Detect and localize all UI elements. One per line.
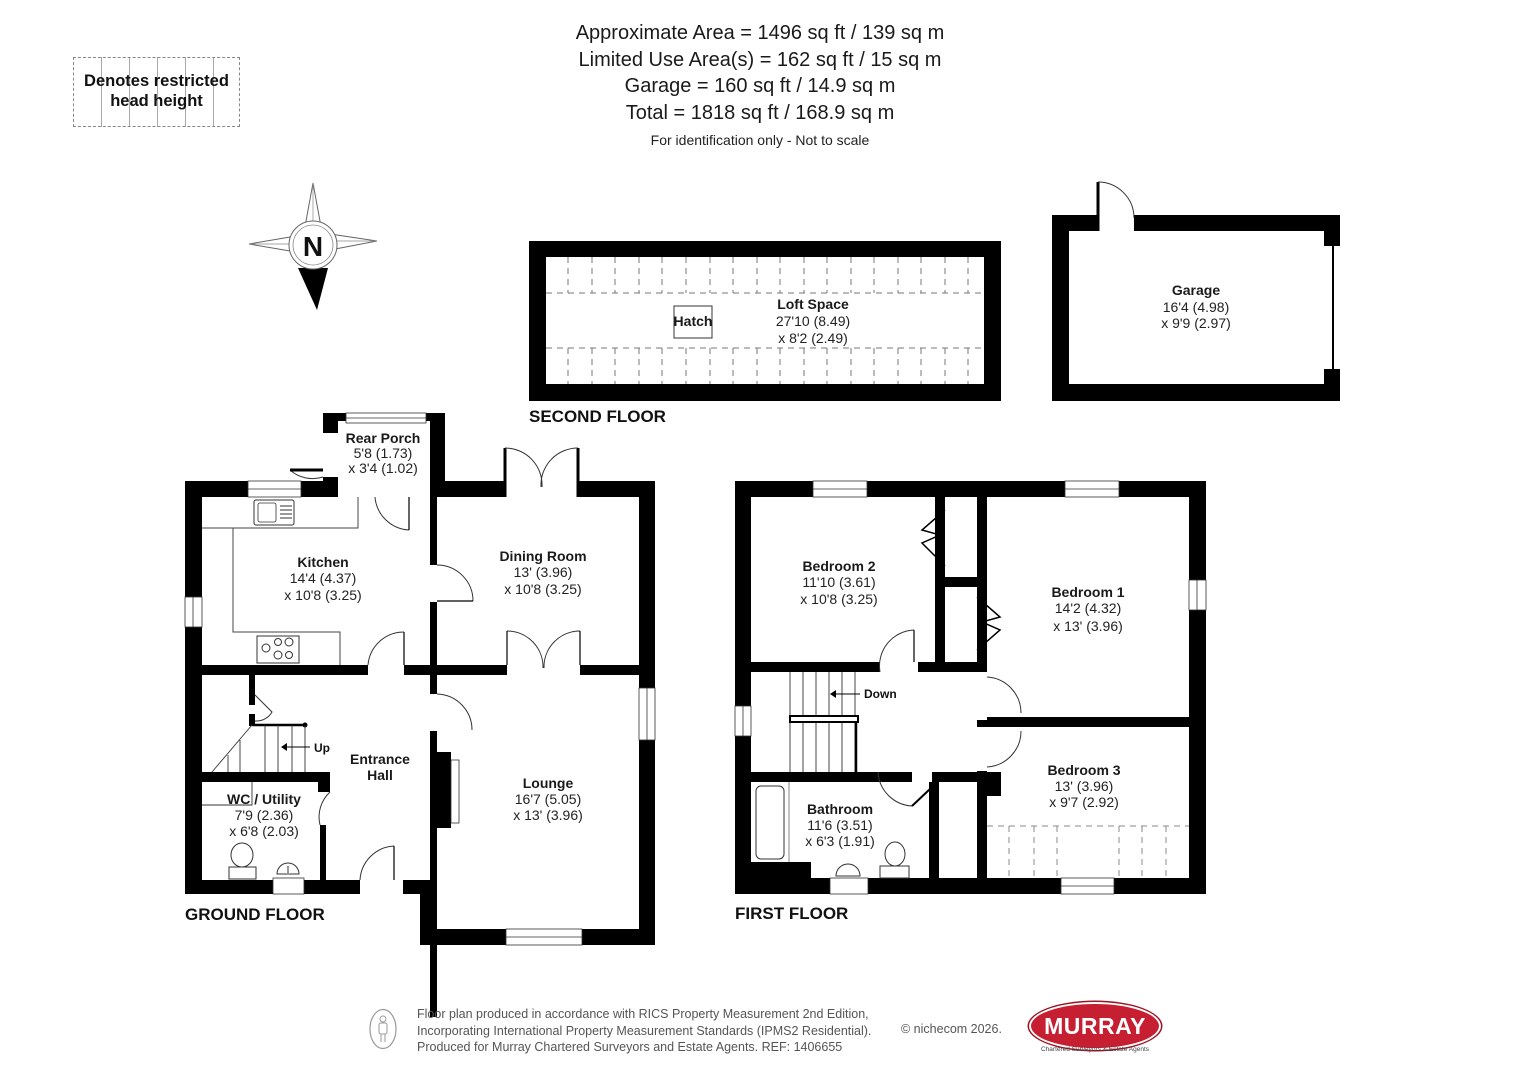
logo-name: MURRAY <box>1044 1012 1146 1039</box>
hob-icon <box>256 635 300 664</box>
sink-icon <box>253 499 295 526</box>
copyright-text: © nichecom 2026. <box>901 1022 1002 1036</box>
compass-rose-icon: N <box>248 182 378 310</box>
room-dim-dining-2: x 10'8 (3.25) <box>504 581 581 597</box>
room-dim-garage-2: x 9'9 (2.97) <box>1161 315 1231 331</box>
total-area: Total = 1818 sq ft / 168.9 sq m <box>625 101 895 124</box>
loft-hatch <box>673 305 713 339</box>
room-name-lounge: Lounge <box>523 775 574 791</box>
room-dim-wc-2: x 6'8 (2.03) <box>229 823 299 839</box>
room-name-dining-room: Dining Room <box>499 548 586 564</box>
stairs-down-label: Down <box>864 687 897 701</box>
room-name-rear-porch: Rear Porch <box>346 430 421 446</box>
hatch-label: Hatch <box>674 313 713 329</box>
room-name-entrance-hall-1: Entrance <box>350 751 410 767</box>
room-dim-wc-1: 7'9 (2.36) <box>235 807 294 823</box>
area-summary: Approximate Area = 1496 sq ft / 139 sq m… <box>460 20 1060 148</box>
room-name-garage: Garage <box>1172 282 1220 298</box>
room-name-wc-utility: WC / Utility <box>227 791 301 807</box>
first-floor-plan: Down Bedroom 2 11'10 (3.61) x 10'8 (3.25… <box>734 480 1207 923</box>
room-dim-bedroom-3-1: 13' (3.96) <box>1055 778 1114 794</box>
basin-icon <box>835 863 861 877</box>
room-dim-lounge-1: 16'7 (5.05) <box>515 791 582 807</box>
room-name-loft: Loft Space <box>777 296 849 312</box>
room-dim-bedroom-2-1: 11'10 (3.61) <box>802 574 875 590</box>
logo-tagline: Chartered Surveyors & Estate Agents <box>1040 1046 1150 1053</box>
legend-text: Denotes restricted head height <box>74 71 239 111</box>
room-name-kitchen: Kitchen <box>297 554 348 570</box>
room-name-bedroom-1: Bedroom 1 <box>1051 584 1124 600</box>
room-dim-garage-1: 16'4 (4.98) <box>1163 299 1230 315</box>
bath-icon <box>755 782 790 862</box>
toilet-icon <box>879 841 910 879</box>
stairs-up-label: Up <box>314 741 330 755</box>
room-dim-loft-2: x 8'2 (2.49) <box>778 330 848 346</box>
room-dim-bedroom-1-1: 14'2 (4.32) <box>1055 600 1122 616</box>
footer-line-1: Floor plan produced in accordance with R… <box>417 1007 869 1021</box>
ground-floor-plan: Up Rear Porch 5'8 (1.73) x 3'4 (1.02) Ki… <box>184 412 656 1017</box>
room-dim-bedroom-2-2: x 10'8 (3.25) <box>800 591 877 607</box>
floor-label-first: FIRST FLOOR <box>735 904 848 923</box>
room-dim-lounge-2: x 13' (3.96) <box>513 807 583 823</box>
restricted-height-legend: Denotes restricted head height <box>73 57 240 127</box>
footer-line-2: Incorporating International Property Mea… <box>417 1023 872 1038</box>
floor-label-second: SECOND FLOOR <box>529 407 666 426</box>
approx-area: Approximate Area = 1496 sq ft / 139 sq m <box>575 22 945 44</box>
room-dim-bedroom-3-2: x 9'7 (2.92) <box>1049 794 1119 810</box>
basin-icon <box>276 862 300 875</box>
room-name-entrance-hall-2: Hall <box>367 767 393 783</box>
scale-note: For identification only - Not to scale <box>650 132 870 148</box>
room-dim-bedroom-1-2: x 13' (3.96) <box>1053 618 1123 634</box>
room-dim-dining-1: 13' (3.96) <box>514 564 573 580</box>
room-dim-bathroom-2: x 6'3 (1.91) <box>805 833 875 849</box>
room-name-bathroom: Bathroom <box>807 801 873 817</box>
garage-plan: Garage 16'4 (4.98) x 9'9 (2.97) <box>1052 181 1340 401</box>
second-floor-plan: Hatch Loft Space 27'10 (8.49) x 8'2 (2.4… <box>529 241 1001 426</box>
footer-disclaimer: Floor plan produced in accordance with R… <box>417 1006 871 1056</box>
room-dim-rear-porch-1: 5'8 (1.73) <box>354 445 413 461</box>
footer-line-3: Produced for Murray Chartered Surveyors … <box>417 1040 843 1054</box>
room-name-bedroom-3: Bedroom 3 <box>1047 762 1120 778</box>
person-icon <box>369 1008 397 1050</box>
murray-logo: MURRAY <box>1029 1002 1161 1050</box>
room-dim-kitchen-1: 14'4 (4.37) <box>290 570 357 586</box>
legend-line-2: head height <box>110 92 203 110</box>
room-dim-bathroom-1: 11'6 (3.51) <box>807 817 872 833</box>
garage-area: Garage = 160 sq ft / 14.9 sq m <box>624 75 896 97</box>
room-name-bedroom-2: Bedroom 2 <box>802 558 875 574</box>
floor-label-ground: GROUND FLOOR <box>185 905 325 924</box>
toilet-icon <box>228 842 257 880</box>
compass-north-label: N <box>303 231 323 262</box>
room-dim-rear-porch-2: x 3'4 (1.02) <box>348 460 418 476</box>
stairs-up <box>211 724 306 773</box>
room-dim-loft-1: 27'10 (8.49) <box>776 313 850 329</box>
legend-line-1: Denotes restricted <box>84 72 229 90</box>
room-dim-kitchen-2: x 10'8 (3.25) <box>284 587 361 603</box>
limited-use-area: Limited Use Area(s) = 162 sq ft / 15 sq … <box>578 48 942 71</box>
